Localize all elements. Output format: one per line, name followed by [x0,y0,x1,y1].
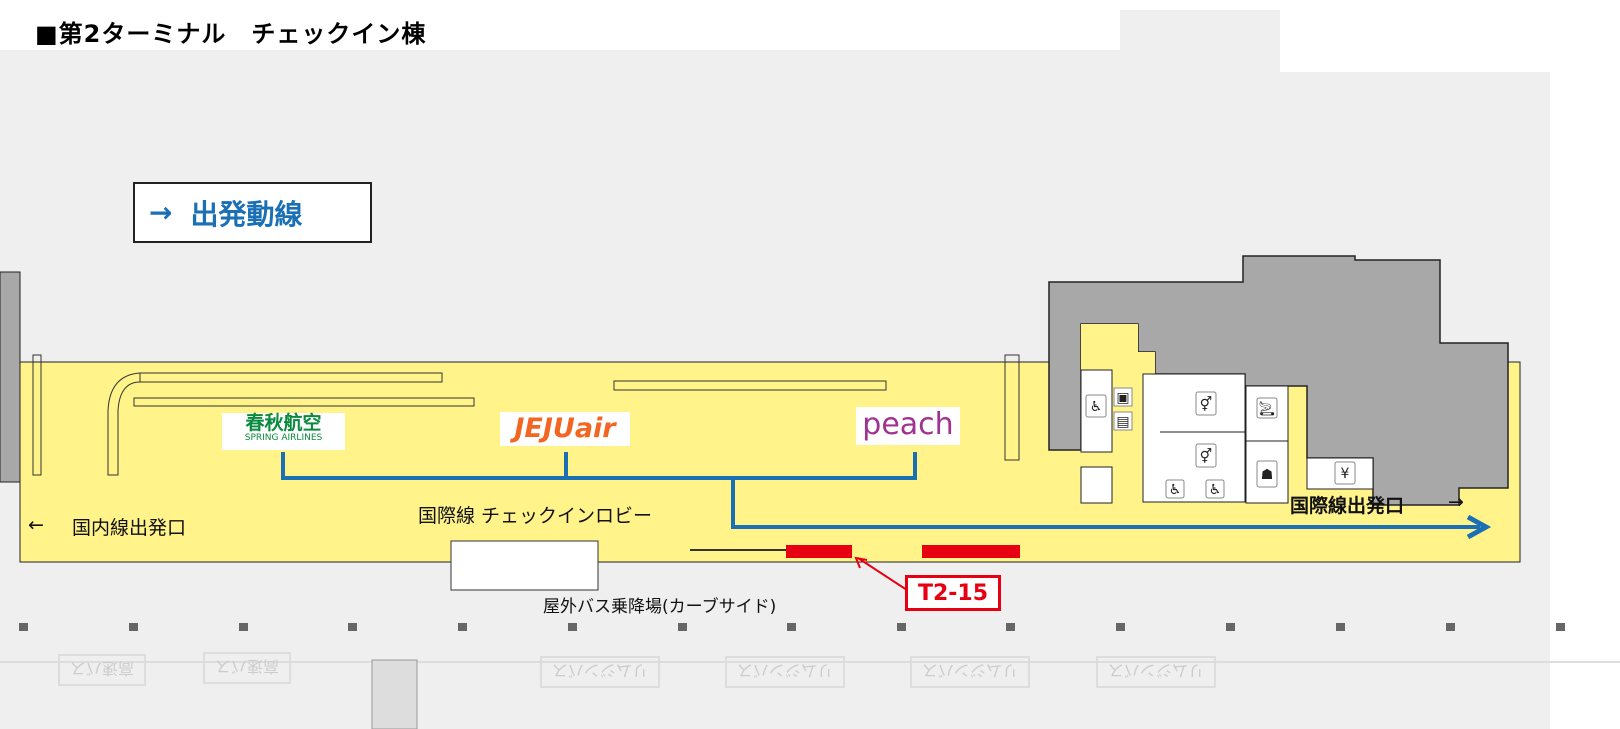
bus-area-label: 屋外バス乗降場(カーブサイド) [543,597,777,617]
domestic-exit-arrow: ← [28,514,44,536]
wheelchair-icon: ♿ [1169,482,1182,498]
service-counter-icon: ☗ [1261,467,1274,483]
wheelchair-icon: ♿ [1209,482,1222,498]
t2-15-location [786,545,852,558]
locker-icon: ▤ [1116,414,1129,430]
legend-label: 出発動線 [190,197,303,231]
counter-icon: ▣ [1116,390,1129,406]
currency-exchange-icon: ¥ [1341,466,1350,482]
t2-15-marker-label: T2-15 [905,575,1001,611]
bus-stop-bar [922,545,1020,558]
lobby-label: 国際線 チェックインロビー [418,505,653,527]
logo-text: 春秋航空 [245,412,322,434]
restroom-icon: ⚥ [1200,396,1213,413]
arrow-right-icon: → [149,196,173,229]
spring-airlines-logo: 春秋航空 SPRING AIRLINES [222,413,345,450]
jejuair-logo: JEJUair [500,412,630,446]
departure-flow-legend: → 出発動線 [133,182,372,243]
road-marking: リムジンバス [910,656,1031,688]
page-title: ■第2ターミナル チェックイン棟 [35,20,427,48]
peach-logo: peach [856,407,960,445]
stairs [371,659,418,729]
intl-exit-arrow: → [1448,491,1464,513]
road-marking: リムジンバス [725,656,846,688]
road-marking: 高速バス [203,652,292,684]
bus-entrance [450,540,599,591]
columns [19,623,1565,631]
road-marking: リムジンバス [1096,656,1217,688]
road-marking: リムジンバス [540,656,661,688]
left-building [0,271,21,483]
marker-pointer [857,557,911,593]
intl-exit-label: 国際線出発口 [1290,495,1405,517]
departure-flow-line [281,452,1492,540]
checkin-counters [133,397,475,407]
restroom-area [1142,373,1246,503]
road-marking: 高速バス [58,654,147,686]
restroom-icon: ⚥ [1200,448,1213,465]
baby-room-icon: ♿︎ [1090,399,1103,415]
logo-subtext: SPRING AIRLINES [244,433,323,443]
checkin-counters [613,380,887,391]
smoking-icon: 🚬︎ [1258,400,1276,417]
checkin-lobby [19,361,1521,563]
domestic-exit-label: 国内線出発口 [72,517,187,539]
